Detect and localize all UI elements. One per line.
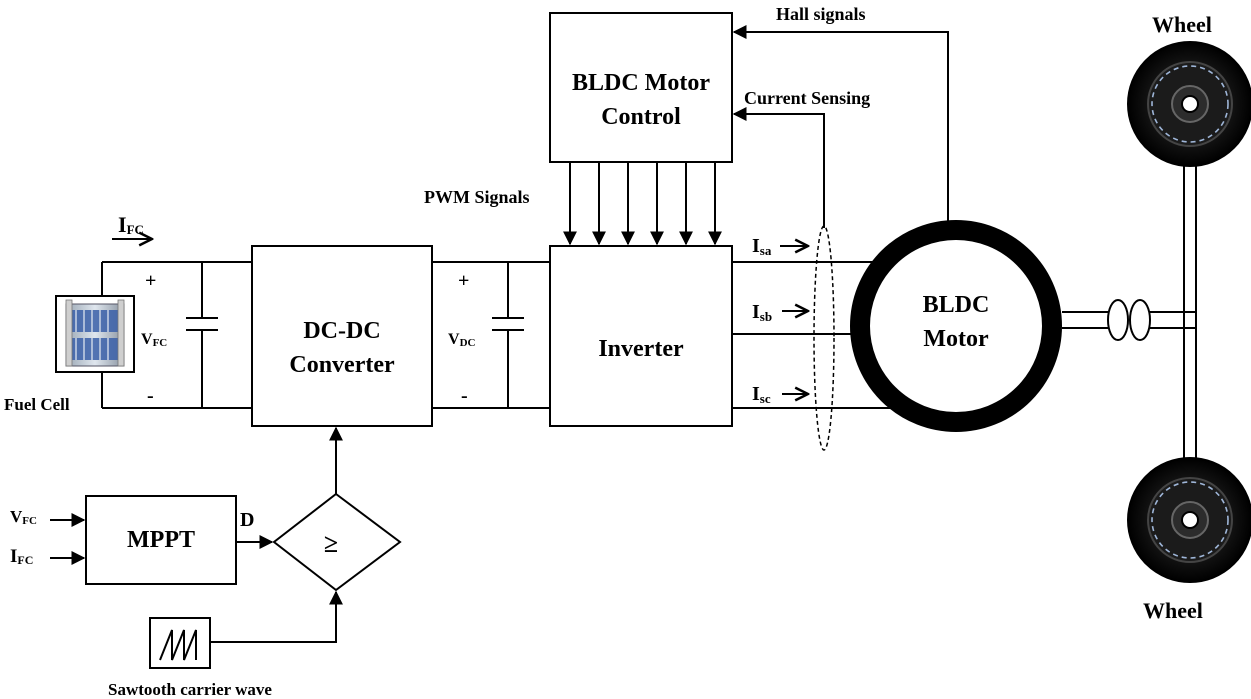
hall-signal-line <box>732 25 949 222</box>
wheel-top-label: Wheel <box>1152 12 1212 37</box>
fuel-cell-label: Fuel Cell <box>4 395 70 414</box>
inverter-label: Inverter <box>598 336 684 362</box>
drive-shaft <box>1062 128 1197 514</box>
isb-label: Isb <box>752 301 772 324</box>
dcdc-label-line1: DC-DC <box>303 318 380 344</box>
current-sensor-ellipse <box>813 225 835 451</box>
dc-link-section: + VDC - <box>432 261 550 409</box>
mppt-label: MPPT <box>127 527 195 553</box>
vfc-minus: - <box>147 385 154 407</box>
inverter-block: Inverter <box>549 245 733 427</box>
mppt-block: MPPT <box>85 495 237 585</box>
mppt-vfc-input-label: VFC <box>10 507 37 527</box>
motor-label-line1: BLDC <box>923 292 990 318</box>
dc-link-capacitor <box>492 262 524 408</box>
hall-signals-label: Hall signals <box>776 4 866 24</box>
mppt-ifc-input-label: IFC <box>10 546 33 567</box>
current-sensing-line <box>732 107 825 228</box>
sawtooth-wave-icon <box>149 617 211 669</box>
bldc-control-line2: Control <box>601 104 681 130</box>
isc-label: Isc <box>752 383 771 406</box>
ifc-label: IFC <box>118 212 144 237</box>
fuel-cell-section: Fuel Cell IFC + VFC - <box>4 212 252 414</box>
wheel-icon <box>1127 41 1251 167</box>
current-sensing-label: Current Sensing <box>744 88 870 108</box>
vdc-minus: - <box>461 385 468 407</box>
dcdc-label-line2: Converter <box>289 352 395 378</box>
comparator-block: ≥ <box>272 492 402 592</box>
comparator-symbol: ≥ <box>324 529 338 558</box>
motor-label-line2: Motor <box>923 326 989 352</box>
vdc-label: VDC <box>448 331 476 349</box>
fuel-cell-stack-icon <box>55 295 135 373</box>
bldc-control-block: BLDC Motor Control <box>549 12 733 163</box>
phase-lines <box>732 246 892 409</box>
wheel-bottom-label: Wheel <box>1143 598 1203 623</box>
wheel-icon <box>1127 457 1251 583</box>
vfc-plus: + <box>145 270 156 292</box>
duty-label: D <box>240 509 254 531</box>
bldc-motor: BLDC Motor <box>850 220 1062 432</box>
pwm-signals-label: PWM Signals <box>424 187 530 207</box>
input-capacitor <box>186 262 218 408</box>
pwm-signal-arrows <box>563 162 722 246</box>
sawtooth-label: Sawtooth carrier wave <box>108 680 272 699</box>
isa-label: Isa <box>752 235 772 258</box>
dcdc-converter-block: DC-DC Converter <box>251 245 433 427</box>
vfc-label: VFC <box>141 331 167 349</box>
vdc-plus: + <box>458 270 469 292</box>
bldc-control-line1: BLDC Motor <box>572 70 710 96</box>
